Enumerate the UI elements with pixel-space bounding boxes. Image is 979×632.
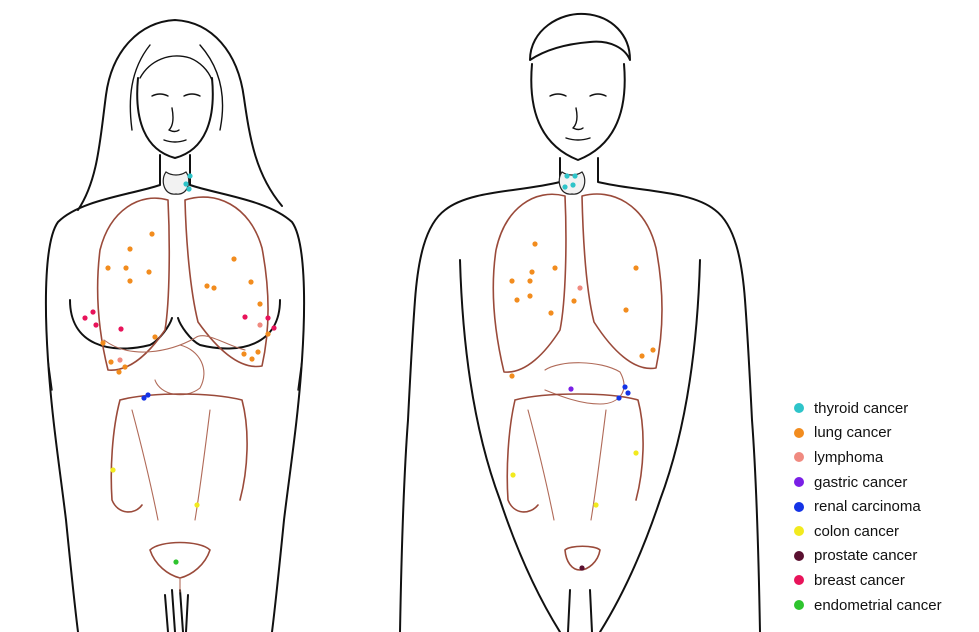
- female-lymphoma-marker-2: [257, 322, 262, 327]
- legend-dot-thyroid-icon: [794, 403, 804, 413]
- male-thyroid-marker-3: [562, 184, 567, 189]
- female-lung-marker-14: [108, 359, 113, 364]
- legend-item-colon: colon cancer: [790, 519, 975, 544]
- female-breast-marker-1: [82, 315, 87, 320]
- male-thyroid-marker-2: [572, 173, 577, 178]
- female-lung-marker-16: [116, 369, 121, 374]
- female-lung-marker-4: [123, 265, 128, 270]
- legend-item-gastric: gastric cancer: [790, 470, 975, 495]
- legend-label-breast: breast cancer: [814, 572, 905, 589]
- male-renal-marker-1: [622, 384, 627, 389]
- legend-label-prostate: prostate cancer: [814, 547, 917, 564]
- legend-dot-gastric-icon: [794, 477, 804, 487]
- legend-dot-endometrial-icon: [794, 600, 804, 610]
- male-colon-marker-1: [510, 472, 515, 477]
- male-lung-marker-13: [650, 347, 655, 352]
- legend-dot-lymphoma-icon: [794, 452, 804, 462]
- male-lung-marker-2: [552, 265, 557, 270]
- legend-item-lung: lung cancer: [790, 421, 975, 446]
- female-body-illustration: [46, 20, 304, 632]
- legend-label-lung: lung cancer: [814, 424, 892, 441]
- female-lung-marker-15: [122, 364, 127, 369]
- male-thyroid-marker-1: [564, 173, 569, 178]
- legend-item-renal: renal carcinoma: [790, 494, 975, 519]
- male-lung-marker-10: [571, 298, 576, 303]
- female-lung-marker-17: [241, 351, 246, 356]
- legend-dot-renal-icon: [794, 502, 804, 512]
- female-thyroid-marker-3: [186, 186, 191, 191]
- male-lymphoma-marker-1: [577, 285, 582, 290]
- legend-label-endometrial: endometrial cancer: [814, 597, 942, 614]
- legend: thyroid cancer lung cancer lymphoma gast…: [790, 396, 975, 617]
- legend-dot-breast-icon: [794, 575, 804, 585]
- female-renal-marker-2: [141, 395, 146, 400]
- female-lung-marker-11: [211, 285, 216, 290]
- male-lung-marker-12: [639, 353, 644, 358]
- legend-dot-lung-icon: [794, 428, 804, 438]
- male-body-illustration: [400, 14, 760, 632]
- male-lung-marker-7: [527, 293, 532, 298]
- legend-item-prostate: prostate cancer: [790, 544, 975, 569]
- female-lung-marker-8: [248, 279, 253, 284]
- legend-dot-prostate-icon: [794, 551, 804, 561]
- male-lung-marker-14: [509, 373, 514, 378]
- female-lung-marker-5: [146, 269, 151, 274]
- female-thyroid-marker-1: [187, 173, 192, 178]
- female-breast-marker-5: [242, 314, 247, 319]
- female-lung-marker-7: [231, 256, 236, 261]
- female-lymphoma-marker-1: [117, 357, 122, 362]
- male-lung-marker-4: [509, 278, 514, 283]
- female-lung-marker-18: [249, 356, 254, 361]
- male-lung-marker-3: [529, 269, 534, 274]
- male-colon-marker-2: [633, 450, 638, 455]
- female-endometrial-marker-1: [173, 559, 178, 564]
- female-lung-marker-1: [149, 231, 154, 236]
- legend-item-endometrial: endometrial cancer: [790, 593, 975, 618]
- female-lung-marker-3: [105, 265, 110, 270]
- female-breast-marker-3: [93, 322, 98, 327]
- legend-item-lymphoma: lymphoma: [790, 445, 975, 470]
- male-lung-marker-8: [633, 265, 638, 270]
- male-lung-marker-6: [514, 297, 519, 302]
- male-gastric-marker-1: [568, 386, 573, 391]
- legend-label-colon: colon cancer: [814, 523, 899, 540]
- female-lung-marker-2: [127, 246, 132, 251]
- female-lung-marker-13: [100, 340, 105, 345]
- female-thyroid-marker-2: [183, 181, 188, 186]
- legend-label-renal: renal carcinoma: [814, 498, 921, 515]
- female-breast-marker-2: [90, 309, 95, 314]
- male-lung-marker-11: [548, 310, 553, 315]
- male-lung-marker-5: [527, 278, 532, 283]
- female-lung-marker-6: [127, 278, 132, 283]
- male-colon-marker-3: [593, 502, 598, 507]
- male-prostate-marker-1: [579, 565, 584, 570]
- male-lung-marker-1: [532, 241, 537, 246]
- legend-item-breast: breast cancer: [790, 568, 975, 593]
- legend-label-thyroid: thyroid cancer: [814, 400, 908, 417]
- female-breast-marker-4: [118, 326, 123, 331]
- legend-label-gastric: gastric cancer: [814, 474, 907, 491]
- female-colon-marker-2: [194, 502, 199, 507]
- female-lung-marker-9: [257, 301, 262, 306]
- male-renal-marker-3: [625, 390, 630, 395]
- legend-label-lymphoma: lymphoma: [814, 449, 883, 466]
- female-colon-marker-1: [110, 467, 115, 472]
- legend-item-thyroid: thyroid cancer: [790, 396, 975, 421]
- female-breast-marker-7: [271, 325, 276, 330]
- male-thyroid-marker-4: [570, 182, 575, 187]
- female-breast-marker-6: [265, 315, 270, 320]
- female-lung-marker-10: [204, 283, 209, 288]
- female-lung-marker-19: [265, 331, 270, 336]
- legend-dot-colon-icon: [794, 526, 804, 536]
- female-lung-marker-20: [255, 349, 260, 354]
- male-lung-marker-9: [623, 307, 628, 312]
- male-renal-marker-2: [616, 395, 621, 400]
- female-lung-marker-12: [152, 334, 157, 339]
